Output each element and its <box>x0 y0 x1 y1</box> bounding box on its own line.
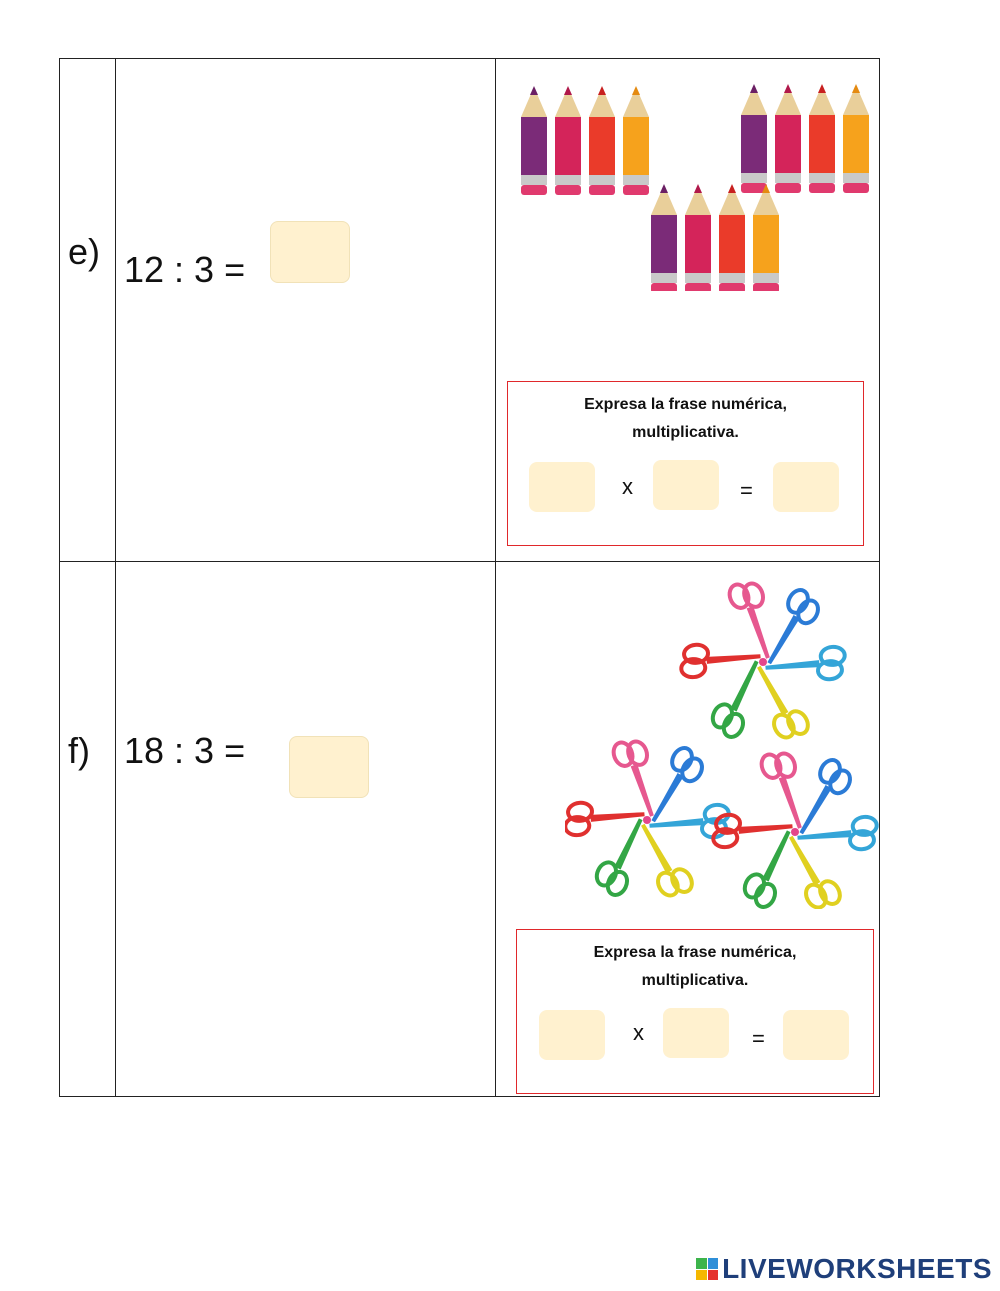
box-instruction-line2: multiplicativa. <box>641 972 749 989</box>
worksheet-table: e) 12 : 3 = <box>59 58 880 1097</box>
factor-input-1[interactable] <box>539 1010 605 1060</box>
times-sign: x <box>622 474 633 499</box>
multiplication-box: Expresa la frase numérica, multiplicativ… <box>516 929 874 1094</box>
scissors-illustration <box>565 574 881 909</box>
liveworksheets-logo-icon <box>696 1258 719 1280</box>
factor-input-1[interactable] <box>529 462 595 512</box>
product-input[interactable] <box>783 1010 849 1060</box>
exercise-row-f: f) 18 : 3 = <box>59 561 880 1097</box>
brand-name: LIVEWORKSHEETS <box>722 1253 992 1284</box>
pencils-illustration <box>521 84 869 291</box>
exercise-row-e: e) 12 : 3 = <box>59 58 880 562</box>
equals-sign: = <box>752 1026 765 1051</box>
liveworksheets-brand: LIVEWORKSHEETS <box>696 1253 992 1285</box>
multiplication-box: Expresa la frase numérica, multiplicativ… <box>507 381 864 546</box>
times-sign: x <box>633 1020 644 1045</box>
factor-input-2[interactable] <box>653 460 719 510</box>
product-input[interactable] <box>773 462 839 512</box>
equals-sign: = <box>740 478 753 503</box>
answer-input[interactable] <box>270 221 350 283</box>
box-instruction-line1: Expresa la frase numérica, <box>593 944 797 961</box>
box-instruction-line1: Expresa la frase numérica, <box>584 396 787 413</box>
division-equation: 12 : 3 = <box>124 249 246 290</box>
factor-input-2[interactable] <box>663 1008 729 1058</box>
answer-input[interactable] <box>289 736 369 798</box>
exercise-label: f) <box>68 730 90 771</box>
box-instruction-line2: multiplicativa. <box>632 424 739 441</box>
exercise-label: e) <box>68 231 101 272</box>
division-equation: 18 : 3 = <box>124 730 246 771</box>
